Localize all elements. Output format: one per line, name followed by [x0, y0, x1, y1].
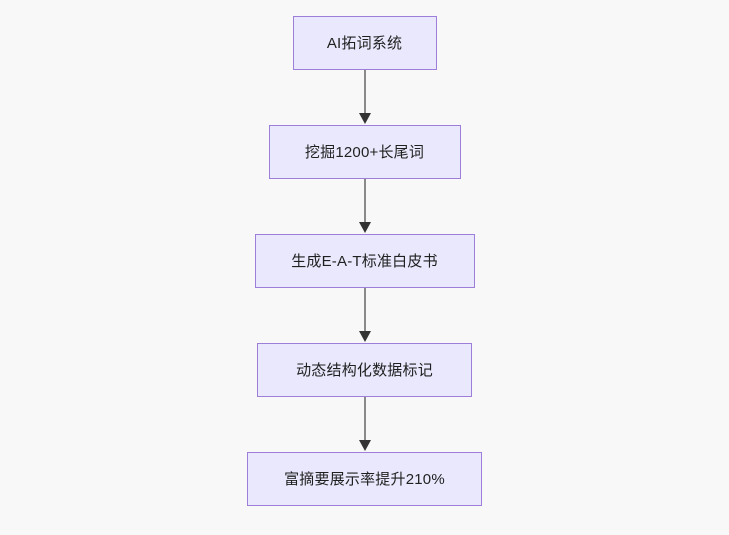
- connector-line: [363, 397, 366, 442]
- flow-node-label: AI拓词系统: [326, 34, 403, 52]
- flow-node-label: 生成E-A-T标准白皮书: [291, 252, 438, 270]
- arrow-down-icon: [358, 331, 371, 342]
- connector-line: [363, 179, 366, 224]
- flow-node-label: 挖掘1200+长尾词: [304, 143, 425, 161]
- flow-node-mine-longtail-keywords[interactable]: 挖掘1200+长尾词: [268, 125, 461, 179]
- arrow-down-icon: [358, 222, 371, 233]
- flow-node-dynamic-structured-data-markup[interactable]: 动态结构化数据标记: [257, 343, 472, 397]
- flow-node-label: 富摘要展示率提升210%: [284, 470, 445, 488]
- connector-line: [363, 70, 366, 115]
- flow-connector-3: [355, 288, 375, 343]
- flow-node-generate-eat-whitepaper[interactable]: 生成E-A-T标准白皮书: [254, 234, 475, 288]
- flow-column: AI拓词系统 挖掘1200+长尾词 生成E-A-T标准白皮书 动态结构化数据标记: [0, 16, 729, 506]
- flow-connector-1: [355, 70, 375, 125]
- flow-node-rich-snippet-rate-increase[interactable]: 富摘要展示率提升210%: [247, 452, 482, 506]
- flow-node-ai-keyword-system[interactable]: AI拓词系统: [292, 16, 437, 70]
- arrow-down-icon: [358, 440, 371, 451]
- flow-connector-4: [355, 397, 375, 452]
- flow-node-label: 动态结构化数据标记: [296, 361, 433, 379]
- flow-connector-2: [355, 179, 375, 234]
- connector-line: [363, 288, 366, 333]
- arrow-down-icon: [358, 113, 371, 124]
